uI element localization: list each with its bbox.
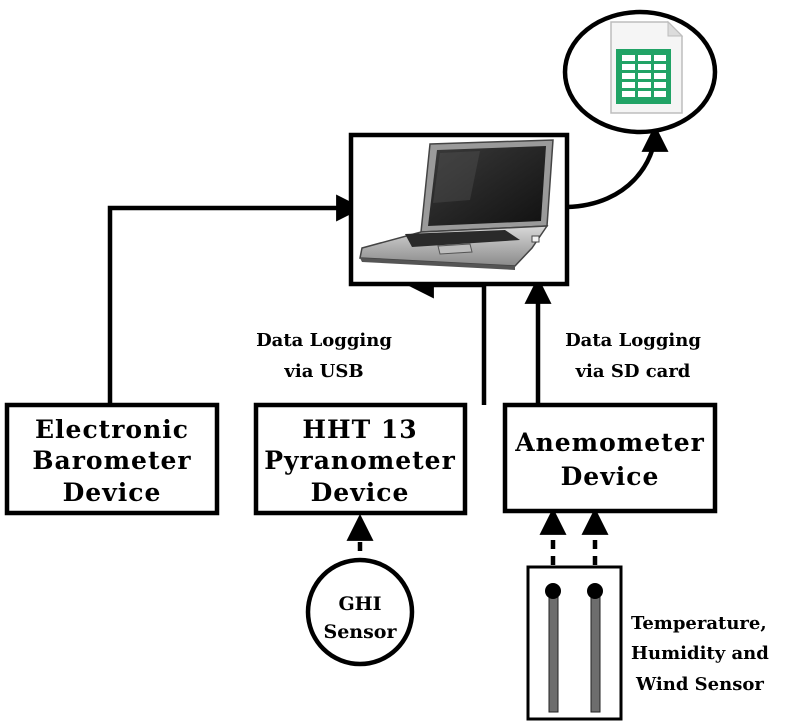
ghi-sensor-label-1: GHI (338, 593, 381, 615)
anemometer-label-1: Anemometer (514, 428, 705, 457)
sd-label-2: via SD card (575, 361, 691, 382)
pyranometer-label-2: Pyranometer (264, 446, 456, 475)
sensor-probe-2 (587, 583, 603, 713)
anemometer-box (502, 402, 718, 514)
spreadsheet-icon (610, 20, 684, 114)
anemometer-label-2: Device (561, 462, 660, 491)
usb-label-2: via USB (283, 361, 363, 382)
sd-label-1: Data Logging (565, 330, 701, 351)
usb-label-1: Data Logging (256, 330, 392, 351)
temp-sensor-label-3: Wind Sensor (635, 674, 764, 695)
pyranometer-to-laptop-wire (406, 271, 487, 405)
ghi-sensor-label-2: Sensor (323, 621, 397, 643)
temp-sensor-label-1: Temperature, (631, 613, 767, 634)
barometer-label-3: Device (63, 478, 162, 507)
ghi-sensor-circle (305, 557, 415, 667)
laptop-icon (359, 139, 554, 270)
pyranometer-box (253, 402, 468, 516)
barometer-to-laptop-wire (107, 194, 364, 405)
pyranometer-label-1: HHT 13 (302, 415, 417, 444)
barometer-label-1: Electronic (35, 415, 189, 444)
pyranometer-label-3: Device (311, 478, 410, 507)
barometer-box (4, 402, 220, 516)
temp-sensor-box (526, 565, 623, 721)
laptop-to-spreadsheet-wire (566, 124, 669, 210)
sensor-probe-1 (545, 583, 561, 713)
barometer-label-2: Barometer (32, 446, 191, 475)
temp-sensor-label-2: Humidity and (631, 643, 769, 664)
